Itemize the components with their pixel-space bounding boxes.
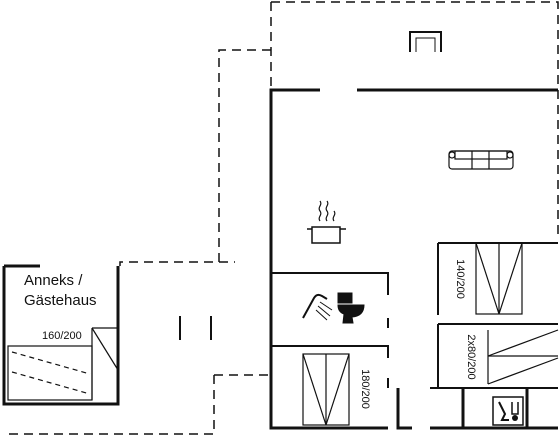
main-house-walls — [269, 88, 558, 430]
terrace-outline — [6, 1, 559, 435]
bedroom-bottom-bed-size: 180/200 — [359, 369, 371, 409]
fireplace-icon — [409, 31, 442, 52]
bunk-room-bed-size: 2x80/200 — [465, 334, 477, 380]
cooking-pot-icon — [307, 200, 346, 244]
bed-180 — [302, 353, 350, 426]
bed-140 — [475, 242, 523, 315]
sauna-icon — [492, 396, 524, 426]
sofa-icon — [448, 150, 514, 170]
bunk-beds — [487, 329, 559, 385]
annex-bed-size: 160/200 — [42, 330, 82, 342]
toilet-icon — [337, 292, 365, 324]
annex-walls — [2, 264, 120, 406]
shower-icon — [302, 293, 333, 321]
wall-stubs — [179, 316, 212, 340]
bedroom-top-bed-size: 140/200 — [454, 259, 466, 299]
annex-title-line2: Gästehaus — [24, 292, 97, 309]
annex-bed — [7, 327, 119, 401]
annex-title-line1: Anneks / — [24, 272, 83, 289]
